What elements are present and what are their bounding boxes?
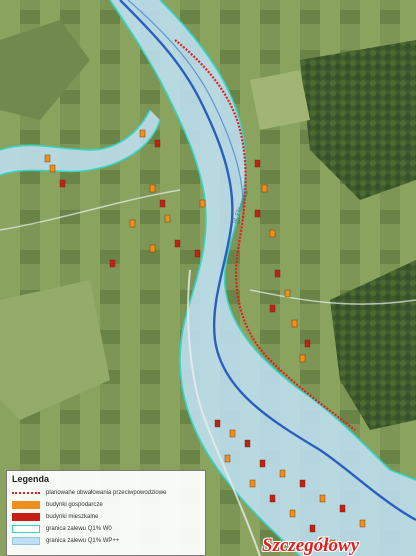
farm-building <box>129 219 136 228</box>
residential-building <box>259 459 266 468</box>
farm-building <box>319 494 326 503</box>
tributary-flood-zone <box>0 110 160 175</box>
flood-boundary-q1-w0 <box>109 0 301 556</box>
legend-item-farm-buildings: budynki gospodarcze <box>12 499 200 511</box>
legend-item-embankment: planowane obwałowania przeciwpowodziowe <box>12 487 200 499</box>
residential-building <box>214 419 221 428</box>
farm-building <box>44 154 51 163</box>
red-rect-icon <box>12 513 40 521</box>
flood-boundary-q1-w0 <box>159 0 416 481</box>
farm-building <box>291 319 298 328</box>
farm-building <box>284 289 291 298</box>
farm-building <box>269 229 276 238</box>
flood-boundary-q1-w0 <box>0 109 151 151</box>
residential-building <box>109 259 116 268</box>
farm-building <box>359 519 366 528</box>
residential-building <box>159 199 166 208</box>
residential-building <box>244 439 251 448</box>
farm-building <box>224 454 231 463</box>
farm-building <box>329 539 336 548</box>
road <box>0 189 181 231</box>
residential-building <box>154 139 161 148</box>
buildings-layer <box>44 129 366 548</box>
watermark-text: Szczegółowy <box>262 535 360 556</box>
legend-title: Legenda <box>12 474 50 484</box>
farm-building <box>249 479 256 488</box>
farm-building <box>229 429 236 438</box>
flood-boundary-q1-w0 <box>0 119 161 176</box>
farm-building <box>299 354 306 363</box>
residential-building <box>269 494 276 503</box>
dotted-line-icon <box>12 492 40 494</box>
farm-building <box>279 469 286 478</box>
farm-building <box>289 509 296 518</box>
farm-building <box>199 199 206 208</box>
forest-area <box>300 40 416 200</box>
farm-building <box>149 244 156 253</box>
farm-building <box>261 184 268 193</box>
road <box>187 269 261 556</box>
residential-building <box>59 179 66 188</box>
legend-item-residential-buildings: budynki mieszkalne <box>12 511 200 523</box>
residential-building <box>299 479 306 488</box>
field-area <box>0 280 110 420</box>
legend-item-flood-boundary-w0: granica zalewu Q1% W0 <box>12 523 200 535</box>
legend-item-flood-zone-wp: granica zalewu Q1% WP++ <box>12 535 200 547</box>
farm-building <box>139 129 146 138</box>
field-area <box>250 70 310 130</box>
legend-label: budynki mieszkalne <box>46 514 99 520</box>
farm-building <box>149 184 156 193</box>
river <box>119 0 416 522</box>
residential-building <box>254 209 261 218</box>
river-channel <box>127 0 245 221</box>
legend-label: granica zalewu Q1% W0 <box>46 526 112 532</box>
legend: Legenda planowane obwałowania przeciwpow… <box>6 470 206 556</box>
road <box>249 289 416 305</box>
residential-building <box>309 524 316 533</box>
blue-rect-icon <box>12 537 40 545</box>
residential-building <box>269 304 276 313</box>
residential-building <box>254 159 261 168</box>
legend-label: planowane obwałowania przeciwpowodziowe <box>46 490 167 496</box>
residential-building <box>339 504 346 513</box>
farm-building <box>164 214 171 223</box>
residential-building <box>194 249 201 258</box>
field-area <box>0 20 90 120</box>
cyan-outline-rect-icon <box>12 525 40 533</box>
legend-label: budynki gospodarcze <box>46 502 103 508</box>
residential-building <box>304 339 311 348</box>
orange-rect-icon <box>12 501 40 509</box>
residential-building <box>174 239 181 248</box>
legend-label: granica zalewu Q1% WP++ <box>46 538 120 544</box>
residential-building <box>274 269 281 278</box>
farm-building <box>49 164 56 173</box>
planned-embankment <box>174 39 356 431</box>
